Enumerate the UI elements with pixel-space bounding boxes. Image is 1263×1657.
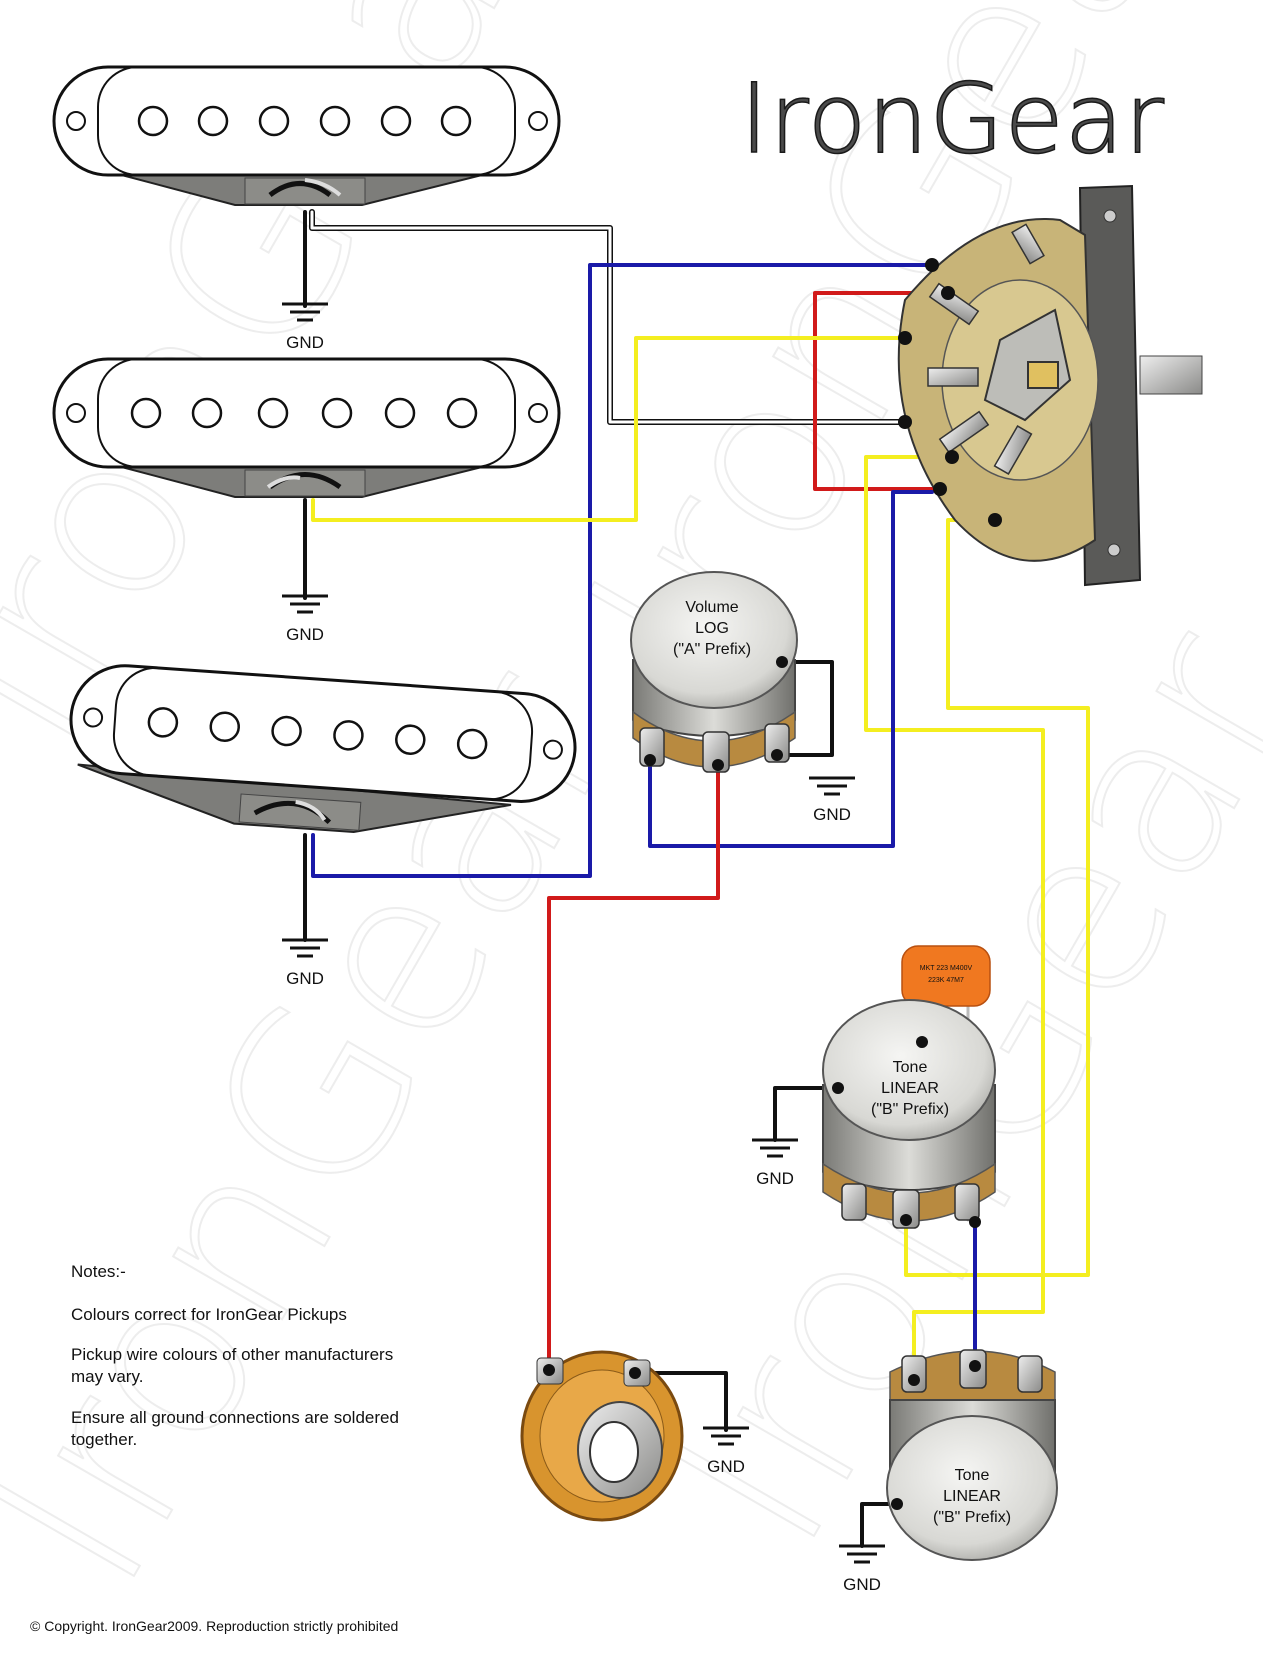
volume-label-3: ("A" Prefix): [673, 641, 751, 658]
gnd-label: GND: [813, 805, 851, 824]
ground-middle: GND: [280, 594, 330, 644]
notes-line-3b: together.: [71, 1430, 137, 1449]
volume-pot: Volume LOG ("A" Prefix): [630, 571, 798, 773]
wire-black-volume-ground: [775, 660, 834, 757]
notes: Notes:- Colours correct for IronGear Pic…: [71, 1262, 399, 1449]
tone-pot-2: Tone LINEAR ("B" Prefix): [886, 1349, 1058, 1561]
gnd-label: GND: [707, 1457, 745, 1476]
notes-line-3a: Ensure all ground connections are solder…: [71, 1408, 399, 1427]
tone1-label-1: Tone: [893, 1059, 928, 1076]
notes-line-2b: may vary.: [71, 1367, 143, 1386]
ground-tone1: GND: [750, 1138, 800, 1188]
tone2-label-2: LINEAR: [943, 1488, 1001, 1505]
notes-title: Notes:-: [71, 1262, 126, 1281]
ground-bridge: GND: [280, 938, 330, 988]
tone2-label-1: Tone: [955, 1467, 990, 1484]
wire-blue-switch-volume: [648, 490, 934, 848]
volume-label-2: LOG: [695, 620, 729, 637]
gnd-label: GND: [286, 625, 324, 644]
gnd-label: GND: [756, 1169, 794, 1188]
ground-jack: GND: [701, 1426, 751, 1476]
tone1-label-3: ("B" Prefix): [871, 1101, 949, 1118]
wire-blue-bridge: [311, 263, 934, 878]
notes-line-2a: Pickup wire colours of other manufacture…: [71, 1345, 393, 1364]
capacitor-marking-1: MKT 223 M400V: [920, 965, 973, 972]
capacitor-marking-2: 223K 47M7: [928, 977, 964, 984]
gnd-label: GND: [286, 969, 324, 988]
tone2-label-3: ("B" Prefix): [933, 1509, 1011, 1526]
five-way-switch: [897, 184, 1203, 587]
tone1-label-2: LINEAR: [881, 1080, 939, 1097]
gnd-label: GND: [286, 333, 324, 352]
tone-pot-1: Tone LINEAR ("B" Prefix): [822, 999, 996, 1229]
copyright: © Copyright. IronGear2009. Reproduction …: [30, 1618, 398, 1634]
bridge-pickup: [69, 664, 577, 833]
output-jack: [520, 1350, 684, 1522]
ground-tone2: GND: [837, 1544, 887, 1594]
gnd-label: GND: [843, 1575, 881, 1594]
volume-label-1: Volume: [685, 599, 738, 616]
wire-red-volume-jack: [547, 763, 720, 1372]
brand-logo: IronGear: [740, 63, 1165, 175]
wire-yellow-switch-tone: [864, 455, 1045, 1382]
neck-pickup: [52, 65, 561, 206]
notes-line-1: Colours correct for IronGear Pickups: [71, 1305, 347, 1324]
wire-black-tone1-ground: [773, 1086, 840, 1142]
wires: [303, 209, 1090, 1548]
wire-red-switch: [813, 291, 950, 491]
wire-yellow-switch-tone2: [904, 518, 1090, 1277]
wire-black-jack-ground: [633, 1371, 728, 1432]
wire-black-tone2-ground: [860, 1502, 899, 1548]
wire-yellow-middle: [311, 336, 907, 522]
ground-neck: GND: [280, 302, 330, 352]
middle-pickup: [52, 357, 561, 498]
ground-volume: GND: [807, 776, 857, 824]
tone-capacitor: MKT 223 M400V 223K 47M7: [901, 945, 991, 1007]
